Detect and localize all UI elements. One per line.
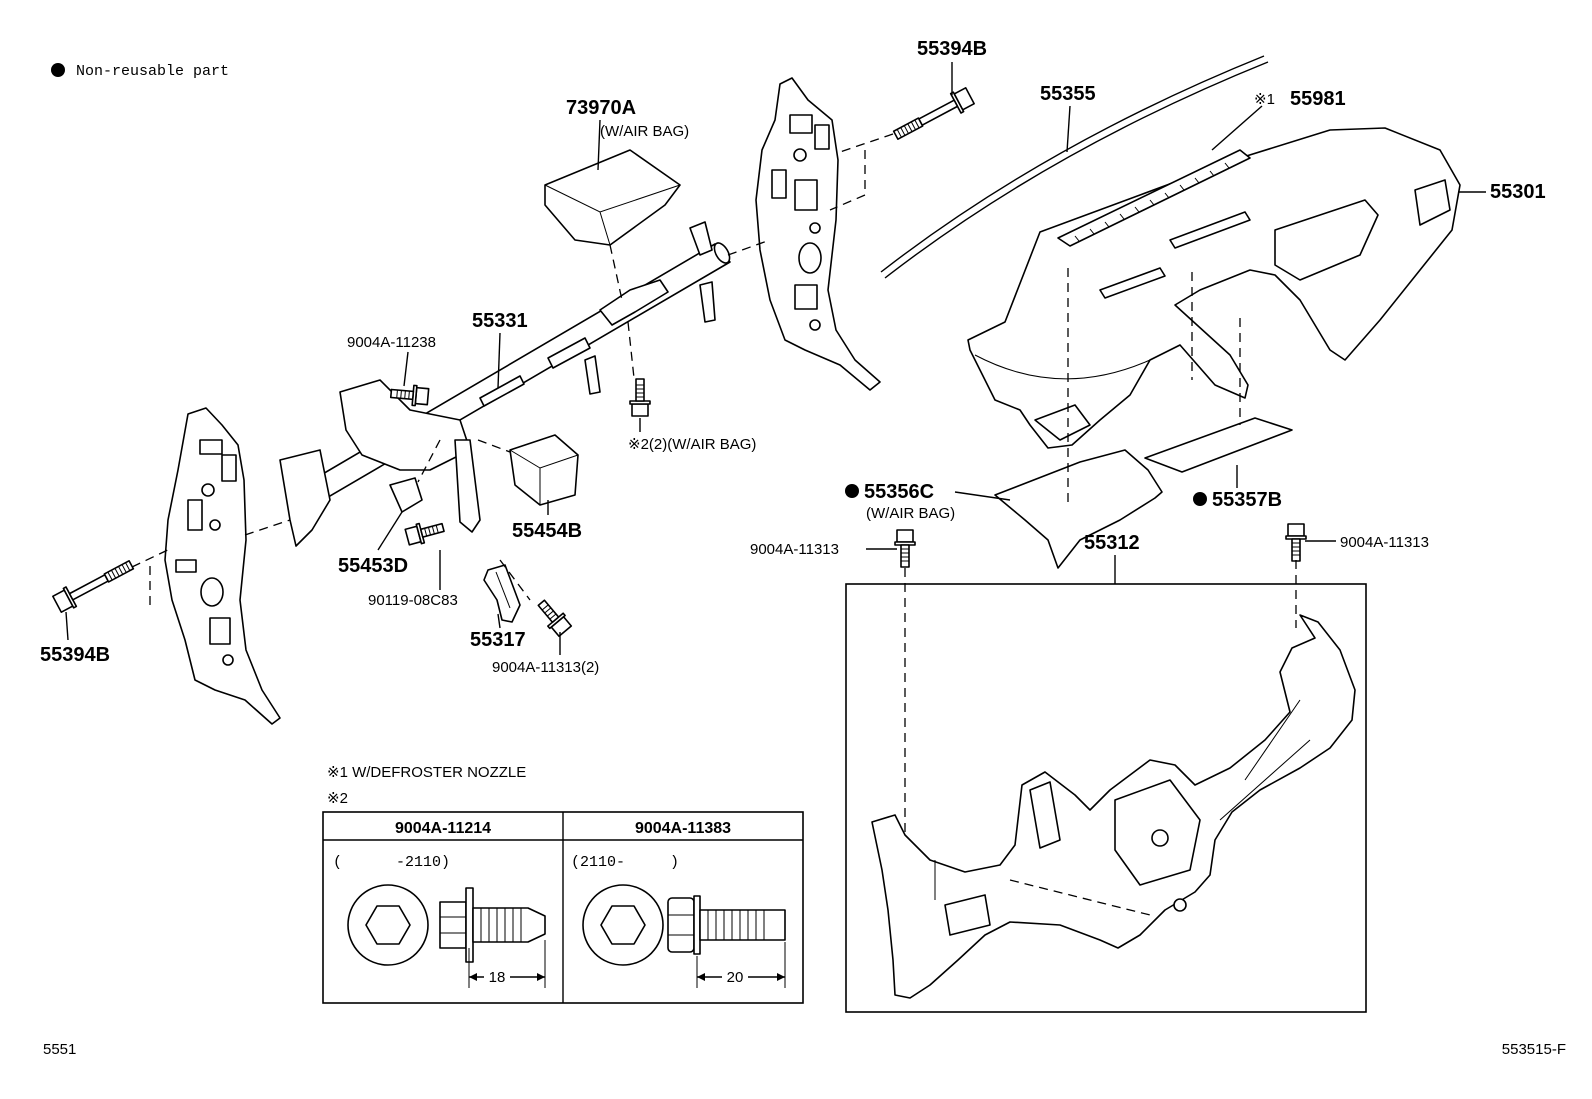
label-9004A-11238: 9004A-11238 [347,334,436,351]
label-55356C-note: (W/AIR BAG) [866,505,955,522]
bolt-55394B-top-icon [889,85,976,146]
label-55394B-left: 55394B [40,644,110,666]
legend-text: Non-reusable part [76,63,229,80]
instrument-panel-lower [871,614,1356,999]
table-length-col1: 18 [489,969,506,986]
instrument-panel-reinforcement [279,221,731,547]
label-9004A-11313-left: 9004A-11313 [750,541,839,558]
table-length-col2: 20 [727,969,744,986]
label-9004A-11313-2: 9004A-11313(2) [492,659,599,676]
non-reusable-bullet-icon [845,484,859,498]
label-55357B: 55357B [1212,489,1282,511]
label-73970A: 73970A [566,97,636,119]
label-55981-mark: ※1 [1254,91,1275,108]
bracket-55454B [509,434,579,506]
clip-55317 [483,564,521,623]
bolt-9004A-11214-drawing: 18 [347,884,546,988]
label-55355: 55355 [1040,83,1096,105]
instrument-panel-upper [967,127,1461,449]
leader-lines [65,62,1486,655]
non-reusable-bullet-icon [1193,492,1207,506]
label-9004A-11313-right: 9004A-11313 [1340,534,1429,551]
bolt-90119-08C83-icon [403,517,447,548]
defroster-nozzle [1057,149,1251,247]
panel-55312-frame [845,583,1367,1013]
label-55453D: 55453D [338,555,408,577]
bolt-note2-icon [629,378,651,417]
assembly-lines [131,133,1297,916]
right-side-panel [755,77,881,391]
pad-55356C [994,449,1163,569]
bolt-9004A-11313-2-icon [532,595,574,639]
non-reusable-bullet-icon [51,63,65,77]
bolt-55394B-left-icon [51,554,138,615]
bolt-variant-table: 9004A-11214 9004A-11383 ( -2110) (2110- … [322,811,804,1004]
pad-55357B [1144,417,1293,473]
label-55981: 55981 [1290,88,1346,110]
table-range-col1: ( -2110) [333,854,450,871]
bracket-55453D [389,477,423,513]
label-bolt-note-2: ※2(2)(W/AIR BAG) [628,436,756,453]
table-header-col2: 9004A-11383 [635,820,731,837]
label-55454B: 55454B [512,520,582,542]
bolt-9004A-11313-right-icon [1285,523,1307,562]
passenger-airbag [544,149,681,246]
table-range-col2: (2110- ) [571,854,679,871]
note-1: ※1 W/DEFROSTER NOZZLE [327,764,526,781]
footer-left: 5551 [43,1041,76,1058]
label-55331: 55331 [472,310,528,332]
bolt-9004A-11313-left-icon [894,529,916,568]
table-header-col1: 9004A-11214 [395,820,491,837]
molding-55355 [880,55,1269,279]
label-55317: 55317 [470,629,526,651]
label-90119-08C83: 90119-08C83 [368,592,458,609]
bolt-9004A-11383-drawing: 20 [582,884,786,988]
label-55356C: 55356C [864,481,934,503]
left-side-panel [164,407,281,725]
label-55301: 55301 [1490,181,1546,203]
label-55394B-top: 55394B [917,38,987,60]
label-55312: 55312 [1084,532,1140,554]
note-2: ※2 [327,790,348,807]
footer-right: 553515-F [1502,1041,1566,1058]
label-73970A-note: (W/AIR BAG) [600,123,689,140]
